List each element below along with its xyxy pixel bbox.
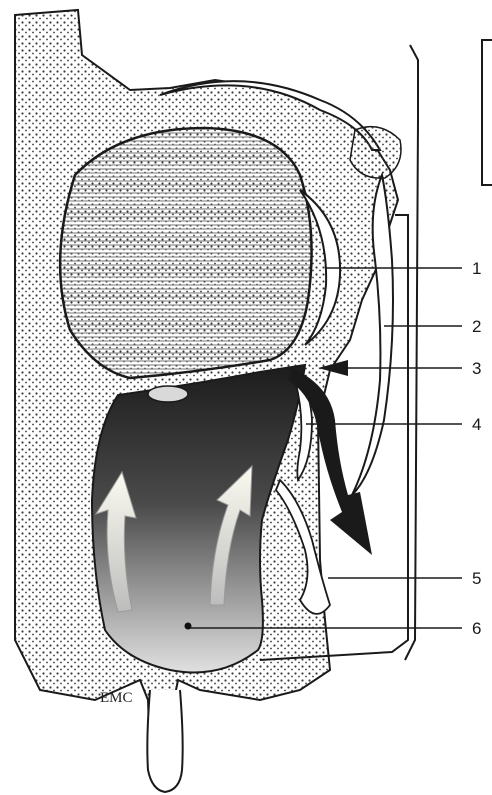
label-5: 5 [472,569,481,588]
tooth-root [147,690,182,792]
label-4: 4 [472,415,481,434]
orbit-hatched [60,128,311,378]
right-contour-line [405,45,418,660]
label-6: 6 [472,619,481,638]
roof-nodule [148,386,188,402]
label-1: 1 [472,259,481,278]
artist-signature: EMC [100,690,133,706]
label-2: 2 [472,317,481,336]
upper-structure-dots [350,127,401,179]
caption-box-edge [482,40,492,185]
label-3: 3 [472,359,481,378]
